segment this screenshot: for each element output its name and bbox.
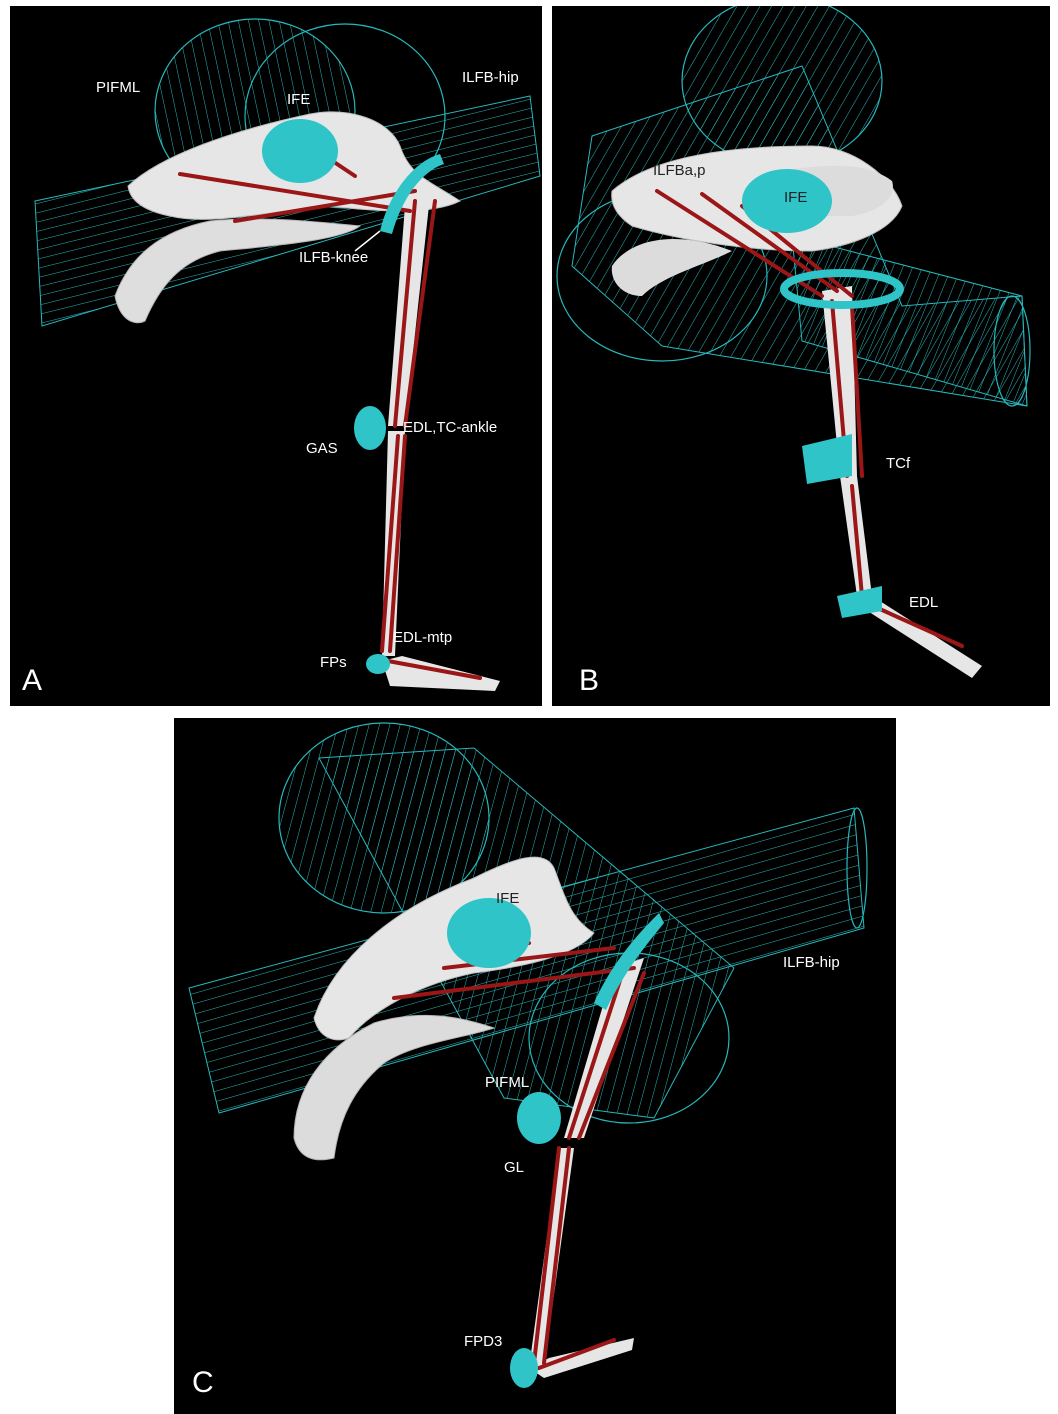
label-ife: IFE	[784, 190, 807, 205]
label-ilfb-hip: ILFB-hip	[783, 955, 840, 970]
panel-a: PIFML IFE ILFB-hip ILFB-knee GAS EDL,TC-…	[10, 6, 542, 706]
label-ilfb-hip: ILFB-hip	[462, 70, 519, 85]
panel-letter-c: C	[192, 1368, 214, 1398]
label-ilfba-p: ILFBa,p	[653, 163, 706, 178]
fpd3-wrap-cylinder	[510, 1348, 538, 1388]
gl-wrap-cylinder	[517, 1092, 561, 1144]
panel-b-model	[552, 6, 1050, 706]
ife-wrap-sphere	[447, 898, 531, 968]
panel-b: ILFBa,p IFE TCf EDL B	[552, 6, 1050, 706]
label-ilfb-knee: ILFB-knee	[299, 250, 368, 265]
panel-c-model	[174, 718, 896, 1414]
label-edl-mtp: EDL-mtp	[393, 630, 452, 645]
label-ife: IFE	[496, 891, 519, 906]
label-tcf: TCf	[886, 456, 910, 471]
label-edl-tc-ankle: EDL,TC-ankle	[403, 420, 497, 435]
mtp-wrap-cylinder	[366, 654, 390, 674]
label-gas: GAS	[306, 441, 338, 456]
ife-wrap-sphere	[262, 119, 338, 183]
panel-letter-b: B	[579, 666, 599, 696]
ilfb-knee-arrow	[355, 231, 380, 251]
label-edl: EDL	[909, 595, 938, 610]
label-fpd3: FPD3	[464, 1334, 502, 1349]
panel-letter-a: A	[22, 666, 42, 696]
panel-c: IFE ILFB-hip PIFML GL FPD3 C	[174, 718, 896, 1414]
leg-bones	[382, 196, 500, 691]
label-fps: FPs	[320, 655, 347, 670]
label-pifml: PIFML	[96, 80, 140, 95]
panel-a-model	[10, 6, 542, 706]
label-gl: GL	[504, 1160, 524, 1175]
tcf-wrap-block	[802, 434, 852, 484]
label-pifml: PIFML	[485, 1075, 529, 1090]
label-ife: IFE	[287, 92, 310, 107]
ankle-wrap-cylinder	[354, 406, 386, 450]
